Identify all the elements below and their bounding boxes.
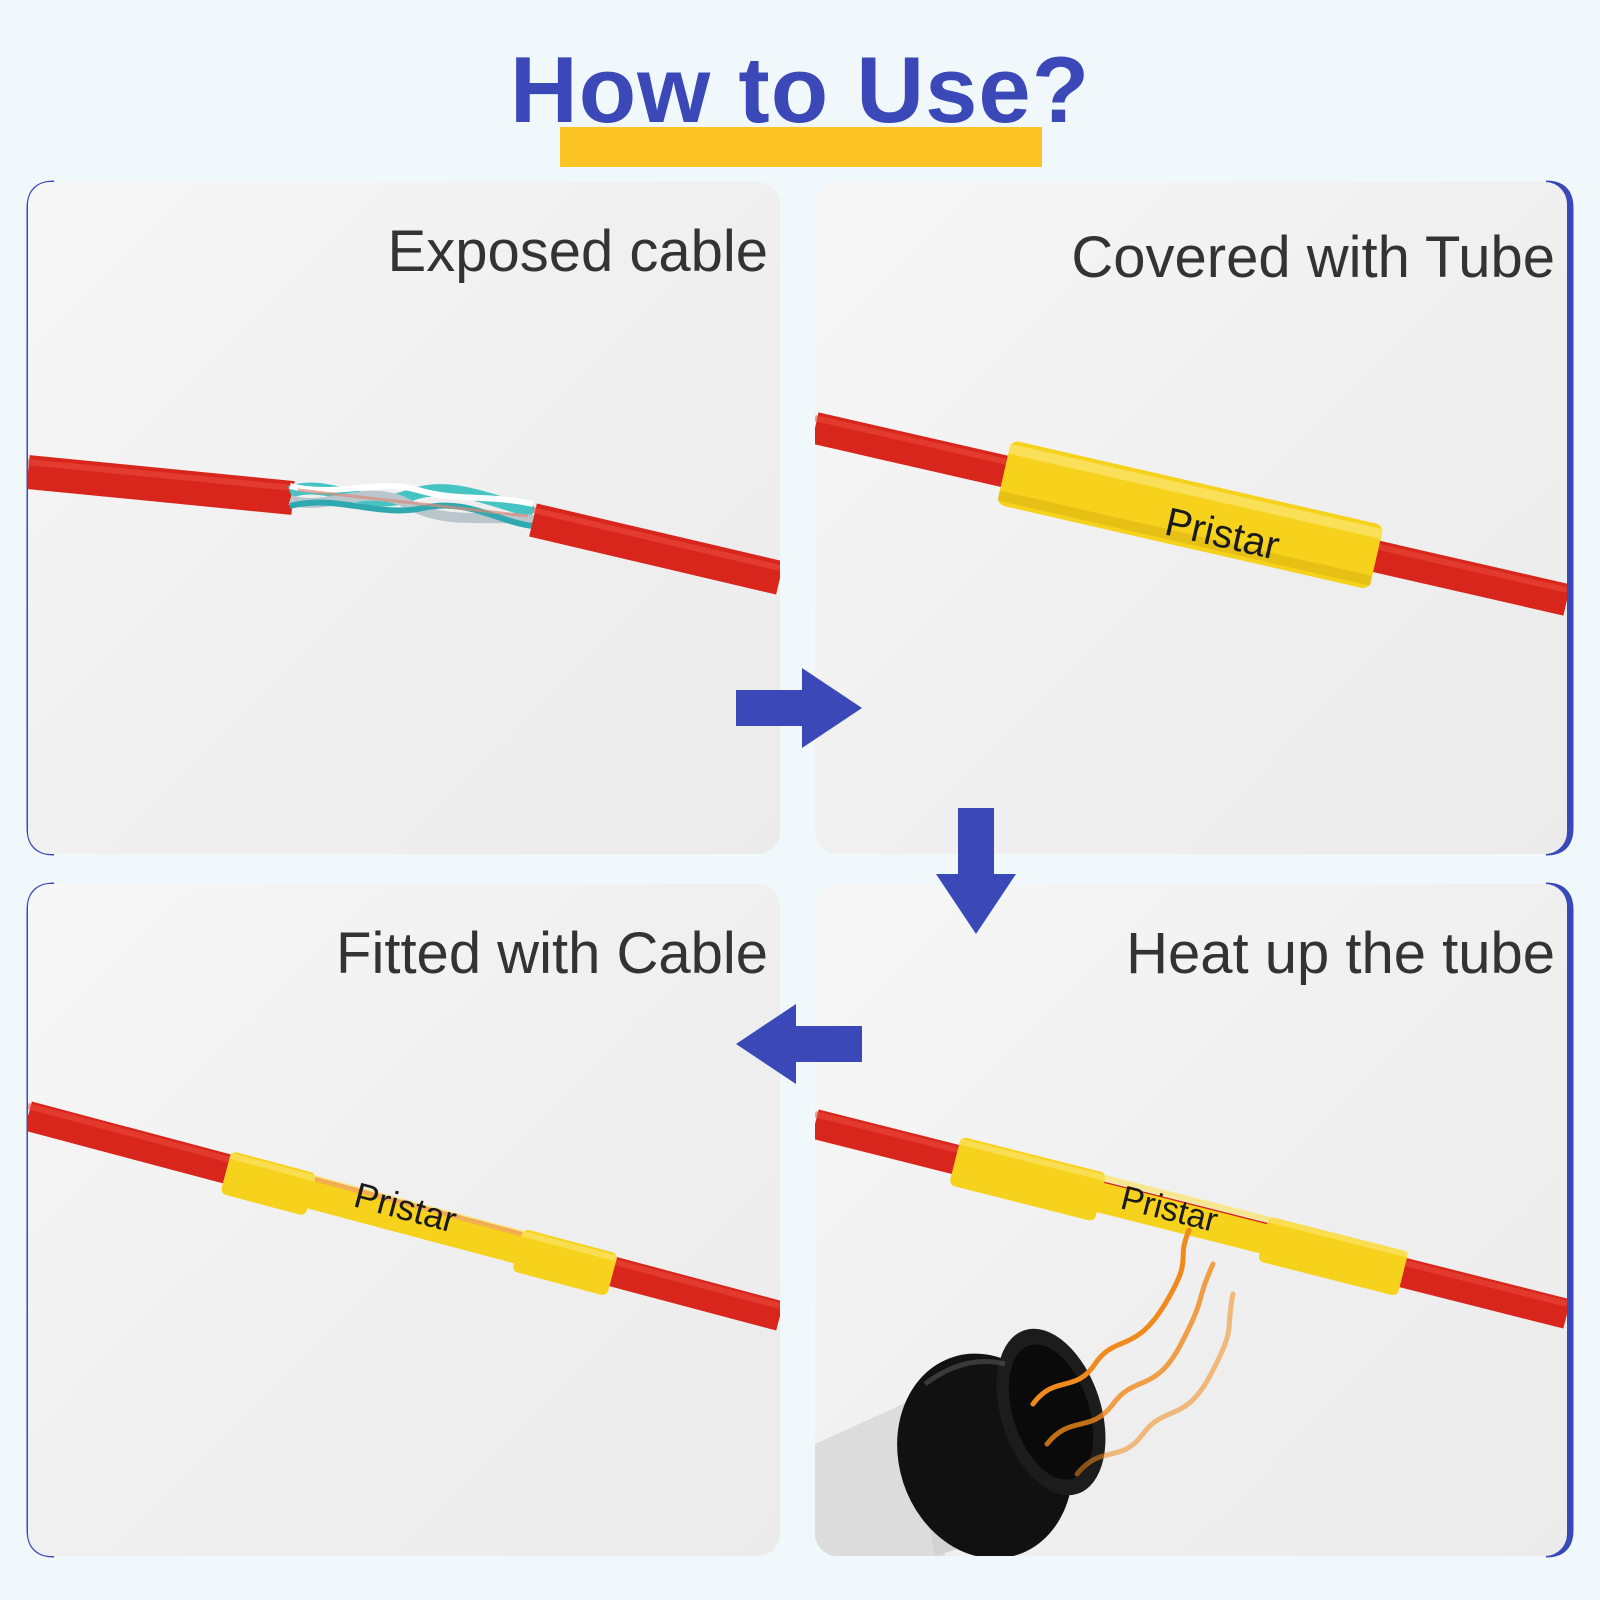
title-highlight <box>560 127 1042 167</box>
title-area: How to Use? <box>0 30 1600 167</box>
step-heat-up-tube: Pristar Heat up the tube <box>815 884 1567 1556</box>
step-label: Exposed cable <box>387 219 768 284</box>
tube-print-text: Pristar <box>1117 1179 1222 1240</box>
covered-cable-illustration: Pristar <box>815 412 1567 616</box>
heat-gun-icon <box>815 1328 1106 1556</box>
step-exposed-cable: Exposed cable <box>28 182 780 854</box>
step-label: Covered with Tube <box>1071 225 1555 290</box>
fitted-cable-illustration: Pristar <box>28 1101 780 1331</box>
heating-illustration: Pristar <box>815 1109 1567 1556</box>
step-label: Heat up the tube <box>1126 921 1555 986</box>
page-title: How to Use? <box>509 37 1091 142</box>
shrunk-yellow-tube <box>221 1152 618 1295</box>
heat-waves-icon <box>1030 1227 1236 1477</box>
arrow-left-icon <box>736 1004 862 1084</box>
yellow-tube <box>997 441 1383 589</box>
step-covered-with-tube: Pristar Covered with Tube <box>815 182 1567 854</box>
exposed-wire-strands <box>287 482 535 529</box>
step-fitted-with-cable: Pristar Fitted with Cable <box>28 884 780 1556</box>
exposed-cable-illustration <box>28 455 780 595</box>
arrow-right-icon <box>736 668 862 748</box>
arrow-down-icon <box>936 808 1016 934</box>
step-label: Fitted with Cable <box>336 921 768 986</box>
shrinking-yellow-tube <box>950 1137 1409 1296</box>
